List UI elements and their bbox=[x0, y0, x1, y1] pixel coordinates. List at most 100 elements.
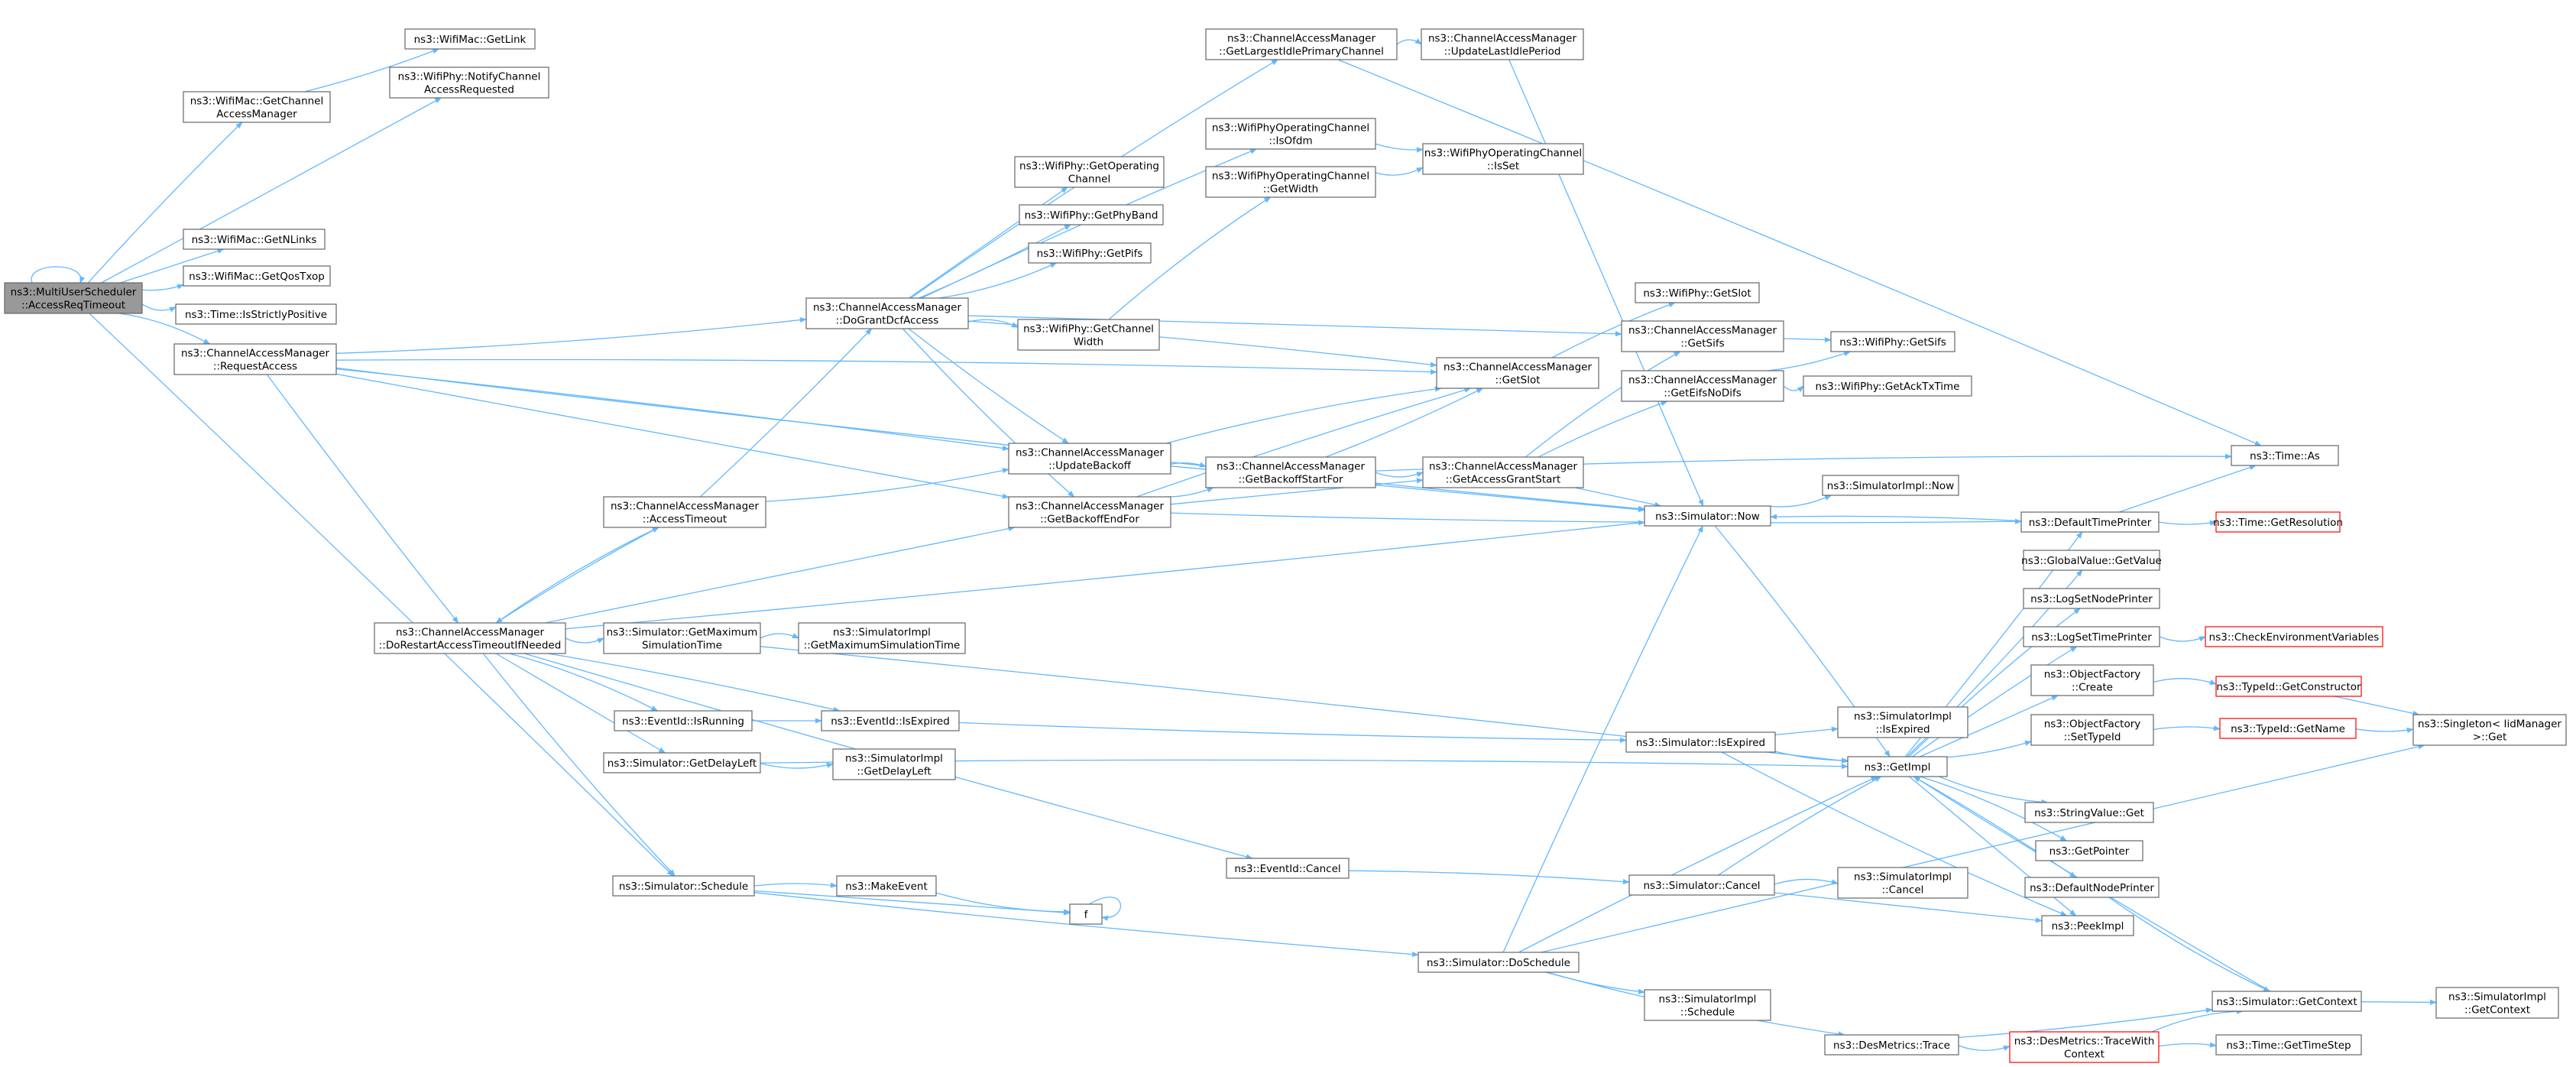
node-tidGetName[interactable]: ns3::TypeId::GetName bbox=[2219, 718, 2357, 739]
node-box[interactable] bbox=[2231, 445, 2339, 466]
node-box[interactable] bbox=[1019, 204, 1164, 225]
node-timeAs[interactable]: ns3::Time::As bbox=[2231, 445, 2339, 466]
node-box[interactable] bbox=[1028, 242, 1152, 264]
node-box[interactable] bbox=[1635, 282, 1760, 303]
node-backoffStart[interactable]: ns3::ChannelAccessManager::GetBackoffSta… bbox=[1205, 456, 1376, 488]
node-getResolution[interactable]: ns3::Time::GetResolution bbox=[2213, 511, 2343, 533]
node-box[interactable] bbox=[1625, 731, 1776, 753]
node-box[interactable] bbox=[374, 622, 566, 654]
node-box[interactable] bbox=[612, 875, 755, 897]
node-logSetNode[interactable]: ns3::LogSetNodePrinter bbox=[2023, 588, 2160, 609]
node-box[interactable] bbox=[832, 748, 956, 780]
node-box[interactable] bbox=[836, 875, 937, 897]
node-camGetSlot[interactable]: ns3::ChannelAccessManager::GetSlot bbox=[1436, 357, 1599, 389]
node-box[interactable] bbox=[1830, 331, 1955, 352]
node-box[interactable] bbox=[1069, 903, 1103, 925]
node-box[interactable] bbox=[175, 303, 337, 325]
node-box[interactable] bbox=[1803, 375, 1972, 397]
node-box[interactable] bbox=[183, 265, 331, 287]
node-box[interactable] bbox=[4, 282, 143, 314]
node-getPifs[interactable]: ns3::WifiPhy::GetPifs bbox=[1028, 242, 1152, 264]
node-box[interactable] bbox=[2215, 511, 2341, 533]
node-box[interactable] bbox=[1822, 475, 1959, 496]
node-box[interactable] bbox=[1621, 370, 1784, 402]
node-box[interactable] bbox=[2435, 987, 2559, 1019]
node-implGetMax[interactable]: ns3::SimulatorImpl::GetMaximumSimulation… bbox=[798, 622, 966, 654]
node-box[interactable] bbox=[1008, 496, 1171, 528]
node-box[interactable] bbox=[2009, 1031, 2160, 1063]
node-chGetWidth[interactable]: ns3::WifiPhyOperatingChannel::GetWidth bbox=[1205, 166, 1376, 198]
node-evCancel[interactable]: ns3::EventId::Cancel bbox=[1226, 858, 1350, 879]
node-simIsExpired[interactable]: ns3::Simulator::IsExpired bbox=[1625, 731, 1776, 753]
node-box[interactable] bbox=[1421, 28, 1584, 60]
node-box[interactable] bbox=[1824, 1034, 1959, 1056]
node-getImpl[interactable]: ns3::GetImpl bbox=[1847, 756, 1948, 777]
node-box[interactable] bbox=[603, 752, 761, 773]
node-box[interactable] bbox=[2215, 676, 2362, 697]
node-box[interactable] bbox=[173, 343, 337, 375]
node-box[interactable] bbox=[805, 297, 969, 329]
node-box[interactable] bbox=[1205, 28, 1398, 60]
node-box[interactable] bbox=[1837, 867, 1968, 899]
node-doRestart[interactable]: ns3::ChannelAccessManager::DoRestartAcce… bbox=[374, 622, 566, 654]
node-box[interactable] bbox=[2024, 802, 2154, 823]
node-f[interactable]: f bbox=[1069, 903, 1103, 925]
node-implCancel[interactable]: ns3::SimulatorImpl::Cancel bbox=[1837, 867, 1968, 899]
node-getMaxSim[interactable]: ns3::Simulator::GetMaximumSimulationTime bbox=[603, 622, 761, 654]
node-box[interactable] bbox=[2024, 877, 2160, 898]
node-desTrace[interactable]: ns3::DesMetrics::Trace bbox=[1824, 1034, 1959, 1056]
node-camGetSifs[interactable]: ns3::ChannelAccessManager::GetSifs bbox=[1621, 320, 1784, 352]
node-notifyChAcc[interactable]: ns3::WifiPhy::NotifyChannelAccessRequest… bbox=[389, 66, 549, 99]
node-isStrictlyPos[interactable]: ns3::Time::IsStrictlyPositive bbox=[175, 303, 337, 325]
node-phyGetAck[interactable]: ns3::WifiPhy::GetAckTxTime bbox=[1803, 375, 1972, 397]
node-box[interactable] bbox=[821, 710, 960, 731]
node-makeEvent[interactable]: ns3::MakeEvent bbox=[836, 875, 937, 897]
node-box[interactable] bbox=[1847, 756, 1948, 777]
node-evIsRunning[interactable]: ns3::EventId::IsRunning bbox=[614, 710, 753, 731]
node-box[interactable] bbox=[2035, 840, 2143, 861]
node-box[interactable] bbox=[2412, 714, 2567, 746]
node-box[interactable] bbox=[2030, 664, 2154, 696]
node-ofCreate[interactable]: ns3::ObjectFactory::Create bbox=[2030, 664, 2154, 696]
node-requestAccess[interactable]: ns3::ChannelAccessManager::RequestAccess bbox=[173, 343, 337, 375]
node-box[interactable] bbox=[2020, 511, 2160, 533]
node-gvGetValue[interactable]: ns3::GlobalValue::GetValue bbox=[2021, 550, 2162, 571]
node-box[interactable] bbox=[2041, 915, 2134, 936]
node-ofSetTypeId[interactable]: ns3::ObjectFactory::SetTypeId bbox=[2030, 714, 2154, 746]
node-defTimePrinter[interactable]: ns3::DefaultTimePrinter bbox=[2020, 511, 2160, 533]
node-box[interactable] bbox=[1017, 319, 1160, 351]
node-defNodePrinter[interactable]: ns3::DefaultNodePrinter bbox=[2024, 877, 2160, 898]
node-simGetDelayLeft[interactable]: ns3::Simulator::GetDelayLeft bbox=[603, 752, 761, 773]
node-implIsExpired[interactable]: ns3::SimulatorImpl::IsExpired bbox=[1837, 706, 1968, 738]
node-box[interactable] bbox=[404, 28, 536, 50]
node-isOfdm[interactable]: ns3::WifiPhyOperatingChannel::IsOfdm bbox=[1205, 118, 1376, 150]
node-box[interactable] bbox=[2215, 1034, 2362, 1056]
node-updateLastIdle[interactable]: ns3::ChannelAccessManager::UpdateLastIdl… bbox=[1421, 28, 1584, 60]
node-box[interactable] bbox=[1205, 118, 1376, 150]
node-camGetEifs[interactable]: ns3::ChannelAccessManager::GetEifsNoDifs bbox=[1621, 370, 1784, 402]
node-simGetContext[interactable]: ns3::Simulator::GetContext bbox=[2211, 991, 2362, 1012]
node-simSchedule[interactable]: ns3::Simulator::Schedule bbox=[612, 875, 755, 897]
node-box[interactable] bbox=[389, 66, 549, 99]
node-simNow[interactable]: ns3::Simulator::Now bbox=[1644, 505, 1771, 527]
node-evIsExpired[interactable]: ns3::EventId::IsExpired bbox=[821, 710, 960, 731]
node-singleton[interactable]: ns3::Singleton< IidManager>::Get bbox=[2412, 714, 2567, 746]
node-box[interactable] bbox=[2030, 714, 2154, 746]
node-doGrant[interactable]: ns3::ChannelAccessManager::DoGrantDcfAcc… bbox=[805, 297, 969, 329]
node-logSetTime[interactable]: ns3::LogSetTimePrinter bbox=[2023, 626, 2160, 647]
node-box[interactable] bbox=[2211, 991, 2362, 1012]
node-implSchedule[interactable]: ns3::SimulatorImpl::Schedule bbox=[1644, 989, 1771, 1021]
node-box[interactable] bbox=[1014, 156, 1165, 188]
node-checkEnv[interactable]: ns3::CheckEnvironmentVariables bbox=[2205, 626, 2383, 647]
node-getLargest[interactable]: ns3::ChannelAccessManager::GetLargestIdl… bbox=[1205, 28, 1398, 60]
node-box[interactable] bbox=[1205, 456, 1376, 488]
node-getPointer[interactable]: ns3::GetPointer bbox=[2035, 840, 2143, 861]
node-getTimeStep[interactable]: ns3::Time::GetTimeStep bbox=[2215, 1034, 2362, 1056]
node-box[interactable] bbox=[1644, 505, 1771, 527]
node-backoffEnd[interactable]: ns3::ChannelAccessManager::GetBackoffEnd… bbox=[1008, 496, 1171, 528]
node-getPhyBand[interactable]: ns3::WifiPhy::GetPhyBand bbox=[1019, 204, 1164, 225]
node-isSet[interactable]: ns3::WifiPhyOperatingChannel::IsSet bbox=[1422, 143, 1584, 175]
